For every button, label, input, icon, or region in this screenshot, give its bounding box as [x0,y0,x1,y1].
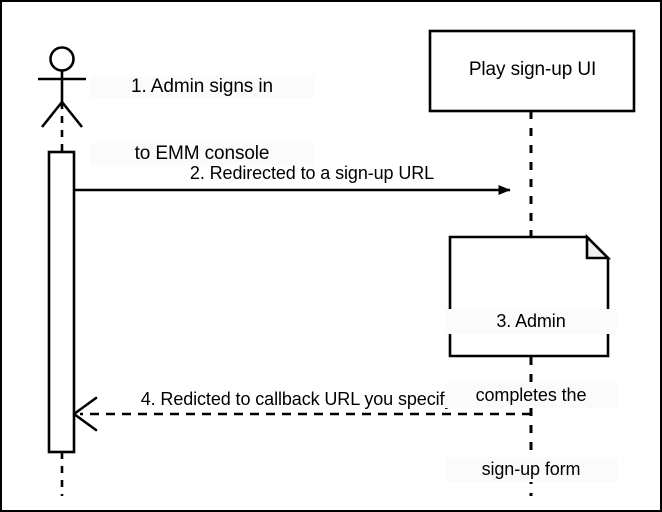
stick-figure-icon [38,46,86,128]
actor-caption-line-2: to EMM console [90,143,314,166]
actor-caption: 1. Admin signs in to EMM console [90,31,314,210]
message-4-arrowhead [72,396,98,432]
note-3-line-2: completes the [445,383,617,408]
note-3-line-1: 3. Admin [445,309,617,334]
message-4-label: 4. Redicted to callback URL you specify [140,389,454,409]
actor-caption-line-1: 1. Admin signs in [90,75,314,99]
actor-activation-bar [47,150,76,454]
message-2-label: 2. Redirected to a sign-up URL [189,163,435,183]
participant-label: Play sign-up UI [468,59,597,80]
note-3-text: 3. Admin completes the sign-up form [445,260,617,510]
note-3-line-3: sign-up form [445,457,617,482]
